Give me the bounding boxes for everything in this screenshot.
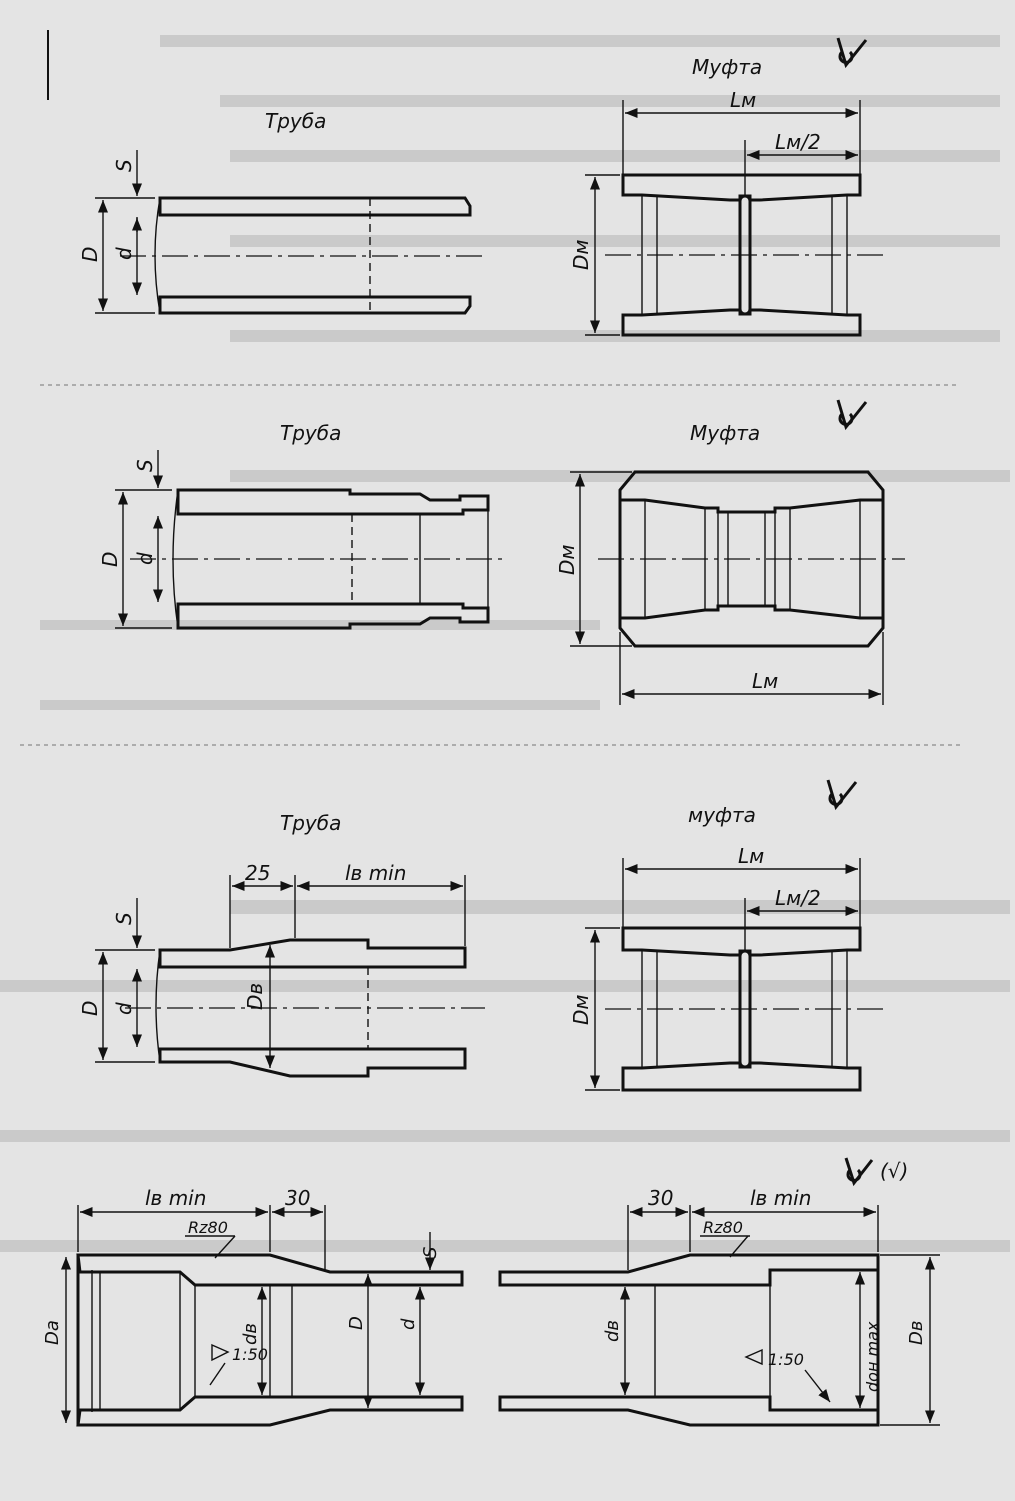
row4-left-dim-Da: Dа [42,1320,63,1345]
row4-right-rz: Rz80 [703,1218,743,1237]
row4-right-dim-dv: dв [602,1320,623,1342]
row4-left-rz: Rz80 [188,1218,228,1237]
row1-dim-Lm: Lм [730,88,756,112]
row3-dim-lv-min: lв min [345,861,406,885]
row4-left-dim-D: D [346,1316,367,1330]
row4-left-taper: 1:50 [232,1345,268,1364]
row2-pipe-title: Труба [280,421,341,445]
row3-pipe-title: Труба [280,811,341,835]
row4-right-dim-Dv: Dв [906,1321,927,1345]
row2-dim-S: S [133,459,157,472]
row4-right-dim-d-on-max: dон max [863,1321,882,1392]
row4-roughness-icon [844,1157,874,1187]
row3-dim-Lm: Lм [738,844,764,868]
row4-right-taper: 1:50 [768,1350,804,1369]
row1-coupling-drawing: Муфта Lм Lм/2 Dм [569,37,885,337]
row2-roughness-icon [836,399,868,431]
row3-dim-S: S [112,912,136,925]
row3-roughness-icon [826,779,858,811]
row3-dim-D: D [78,1001,102,1016]
row4-right-dim-30: 30 [648,1186,673,1210]
row1-coupling-title: Муфта [692,55,762,79]
row1-dim-D: D [78,247,102,262]
row1-dim-d: d [112,247,136,260]
row4-left-dim-S: S [420,1247,441,1258]
row2-coupling-drawing: Муфта Dм Lм [555,399,905,705]
row3-dim-Dv: Dв [243,983,267,1010]
row4-left-pipe-end: lв min 30 Rz80 S Dа dв D d 1:50 [42,1186,464,1427]
row2-dim-Dm: Dм [555,545,579,576]
row3-coupling-title: муфта [688,803,756,827]
row4-left-dim-30: 30 [285,1186,310,1210]
row4-left-dim-dv: dв [240,1323,261,1345]
row1-dim-S: S [112,159,136,172]
row4-right-pipe-end: 30 lв min Rz80 dв dон max Dв 1:50 [498,1186,940,1427]
row4-left-dim-lv-min: lв min [145,1186,206,1210]
row3-dim-Dm: Dм [569,995,593,1026]
scan-background-texture [0,30,1010,1252]
row4-roughness-group: (√) [844,1157,908,1187]
row2-dim-D: D [98,552,122,567]
row1-pipe-drawing: Труба D d S [78,109,485,315]
row3-dim-25: 25 [245,861,270,885]
row3-coupling-drawing: муфта Lм Lм/2 Dм [569,779,885,1092]
row1-dim-Dm: Dм [569,240,593,271]
row3-dim-Lm-half: Lм/2 [775,886,821,910]
row4-left-dim-d: d [398,1318,419,1330]
row2-pipe-drawing: Труба D d S [98,421,505,630]
row3-dim-d: d [112,1002,136,1015]
row2-dim-Lm: Lм [752,669,778,693]
row2-dim-d: d [133,552,157,565]
row1-pipe-title: Труба [265,109,326,133]
row4-right-dim-lv-min: lв min [750,1186,811,1210]
row1-dim-Lm-half: Lм/2 [775,130,821,154]
row1-roughness-icon [836,37,868,69]
row4-roughness-alt: (√) [880,1159,908,1183]
row3-pipe-drawing: Труба 25 lв min Dв D d S [78,811,485,1078]
row2-coupling-title: Муфта [690,421,760,445]
